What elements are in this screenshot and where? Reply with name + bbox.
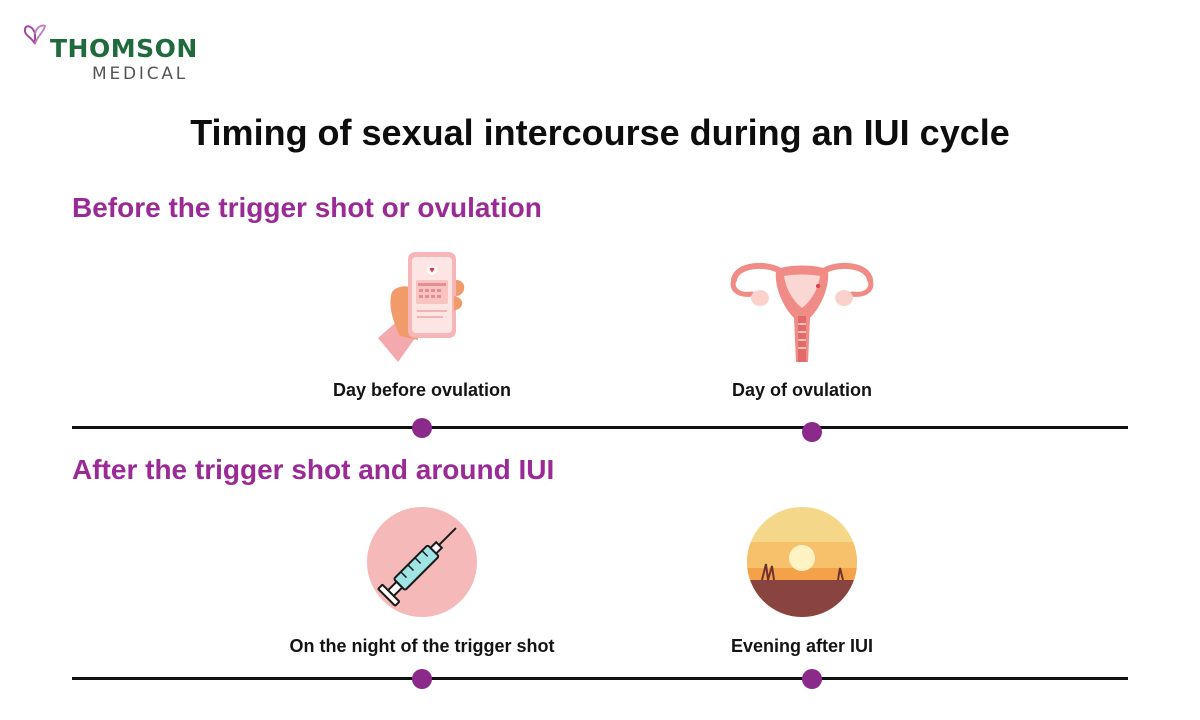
syringe-icon bbox=[367, 507, 477, 617]
page-title: Timing of sexual intercourse during an I… bbox=[190, 112, 1010, 153]
event-label-evening-after-iui: Evening after IUI bbox=[730, 636, 874, 656]
timeline-dot-day-of-ovulation bbox=[802, 422, 822, 442]
timeline-dot-night-of-trigger-shot bbox=[412, 669, 432, 689]
timeline-before-trigger bbox=[72, 426, 1128, 429]
brand-name: THOMSON bbox=[50, 34, 198, 63]
section-title-before-trigger: Before the trigger shot or ovulation bbox=[72, 192, 542, 223]
butterfly-icon bbox=[23, 24, 46, 45]
brand-subname: MEDICAL bbox=[92, 64, 189, 84]
timeline-dot-evening-after-iui bbox=[802, 669, 822, 689]
phone-calendar-icon bbox=[378, 252, 465, 362]
sunset-icon bbox=[747, 507, 857, 617]
timeline-after-trigger bbox=[72, 677, 1128, 680]
timeline-dot-day-before-ovulation bbox=[412, 418, 432, 438]
section-title-after-trigger: After the trigger shot and around IUI bbox=[72, 454, 555, 485]
uterus-icon bbox=[730, 262, 874, 362]
event-label-day-before-ovulation: Day before ovulation bbox=[332, 380, 512, 400]
brand-logo: THOMSON MEDICAL bbox=[22, 22, 222, 84]
event-label-night-of-trigger-shot: On the night of the trigger shot bbox=[289, 636, 555, 656]
event-label-day-of-ovulation: Day of ovulation bbox=[731, 380, 872, 400]
